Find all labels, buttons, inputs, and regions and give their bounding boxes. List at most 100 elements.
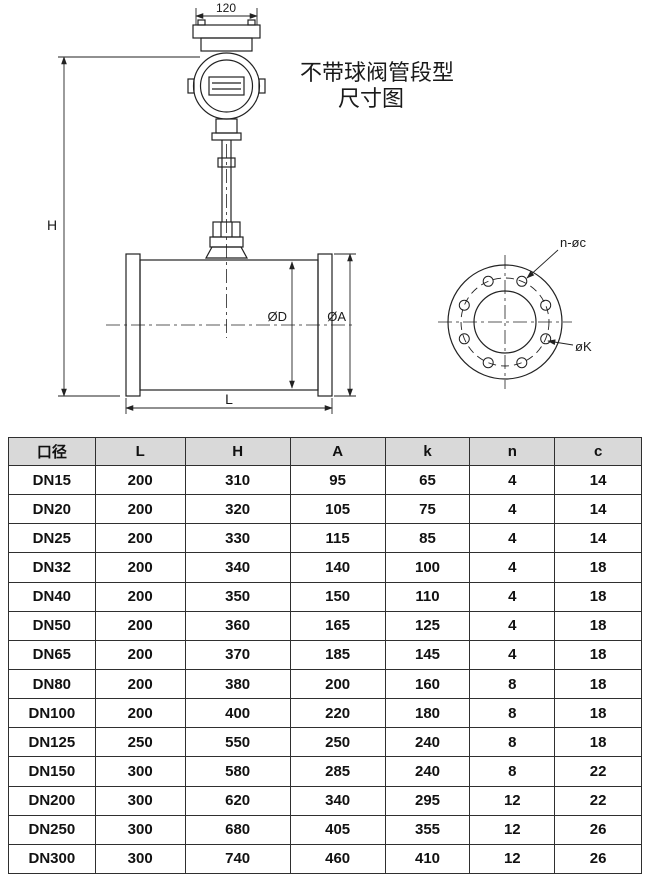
table-cell: 140 [289,552,386,583]
row-header-cell: DN15 [8,464,96,496]
table-cell: 200 [94,523,186,554]
table-cell: 250 [94,727,186,758]
table-cell: 4 [469,464,556,496]
row-header-cell: DN40 [8,581,96,612]
drawing-title-line2: 尺寸图 [338,86,404,111]
table-cell: 85 [384,523,471,554]
bolt-circle-label: øK [575,339,592,354]
table-cell: 200 [94,698,186,729]
table-cell: 100 [384,552,471,583]
table-cell: 200 [94,552,186,583]
row-header-cell: DN200 [8,785,96,816]
table-cell: 8 [469,727,556,758]
table-cell: 295 [384,785,471,816]
table-cell: 300 [94,756,186,787]
row-header-cell: DN50 [8,610,96,641]
drawing-area: 120 H L ØD ØA n-øc øK 不带球阀管段型 尺寸图 [0,0,650,437]
column-header: H [184,437,291,466]
table-cell: 150 [289,581,386,612]
drawing-title-line1: 不带球阀管段型 [300,60,454,85]
table-cell: 12 [469,785,556,816]
table-cell: 18 [554,698,642,729]
table-cell: 355 [384,814,471,845]
table-cell: 160 [384,668,471,700]
table-cell: 740 [184,843,291,875]
row-header-cell: DN100 [8,698,96,729]
table-cell: 22 [554,756,642,787]
row-header-cell: DN20 [8,494,96,525]
table-cell: 12 [469,814,556,845]
table-cell: 75 [384,494,471,525]
table-cell: 380 [184,668,291,700]
table-cell: 4 [469,581,556,612]
leader-lines [526,249,574,346]
table-cell: 125 [384,610,471,641]
table-cell: 200 [289,668,386,700]
table-cell: 180 [384,698,471,729]
table-cell: 320 [184,494,291,525]
table-cell: 18 [554,668,642,700]
table-cell: 300 [94,843,186,875]
table-cell: 14 [554,523,642,554]
table-cell: 8 [469,698,556,729]
table-cell: 360 [184,610,291,641]
transmitter-head [187,19,266,120]
table-cell: 18 [554,727,642,758]
table-cell: 340 [289,785,386,816]
table-cell: 240 [384,727,471,758]
table-cell: 340 [184,552,291,583]
centerlines [106,144,354,338]
table-cell: 250 [289,727,386,758]
row-header-cell: DN32 [8,552,96,583]
table-cell: 460 [289,843,386,875]
flange-centerlines [438,255,572,389]
table-cell: 680 [184,814,291,845]
table-cell: 26 [554,843,642,875]
table-cell: 350 [184,581,291,612]
table-cell: 580 [184,756,291,787]
table-cell: 4 [469,523,556,554]
table-cell: 14 [554,464,642,496]
table-cell: 14 [554,494,642,525]
table-cell: 110 [384,581,471,612]
length-dim-label: L [225,391,233,407]
table-cell: 8 [469,756,556,787]
table-cell: 200 [94,639,186,670]
table-cell: 4 [469,639,556,670]
table-cell: 240 [384,756,471,787]
table-cell: 26 [554,814,642,845]
table-cell: 370 [184,639,291,670]
table-cell: 145 [384,639,471,670]
table-cell: 200 [94,464,186,496]
outer-diameter-label: ØA [327,309,346,324]
table-cell: 300 [94,785,186,816]
table-cell: 620 [184,785,291,816]
table-cell: 200 [94,581,186,612]
table-cell: 18 [554,552,642,583]
bolt-holes-label: n-øc [560,235,587,250]
table-cell: 18 [554,581,642,612]
table-cell: 200 [94,668,186,700]
row-header-cell: DN80 [8,668,96,700]
table-cell: 8 [469,668,556,700]
table-cell: 285 [289,756,386,787]
height-dim-label: H [47,217,57,233]
table-cell: 22 [554,785,642,816]
table-cell: 65 [384,464,471,496]
dimension-lines [58,8,356,414]
column-header: c [554,437,642,466]
